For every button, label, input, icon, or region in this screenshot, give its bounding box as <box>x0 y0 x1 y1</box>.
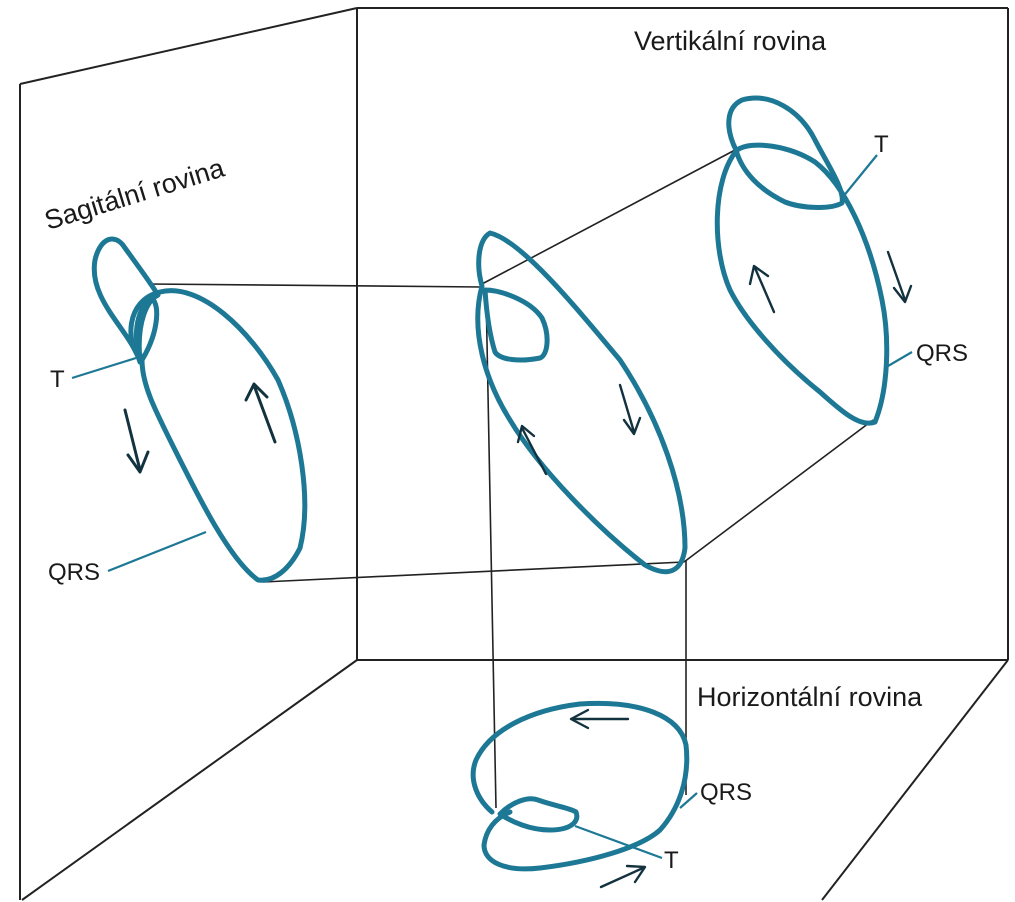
horizontal-loops <box>470 700 690 872</box>
sagittal-t-loop <box>91 236 161 365</box>
vertical-far-t-loop <box>726 95 845 210</box>
projection-line-bottom-sagittal-vertical <box>262 561 685 583</box>
sagittal-t-leader <box>71 356 137 380</box>
sagittal-up-arrow <box>244 382 277 444</box>
sagittal-qrs-leader <box>107 530 207 573</box>
sagittal-inner-loop <box>134 295 160 363</box>
horizontal-plane-title: Horizontální rovina <box>697 682 923 712</box>
horizontal-up-right-arrow <box>599 864 647 889</box>
sagittal-t-label: T <box>50 366 65 393</box>
box-edges <box>19 7 1009 901</box>
sagittal-qrs-loop <box>128 288 308 583</box>
horizontal-qrs-label: QRS <box>700 779 752 806</box>
sagittal-loops <box>91 236 308 583</box>
vertical-front-t-loop <box>482 287 550 363</box>
horizontal-qrs-loop <box>470 700 690 872</box>
projection-line-top-sagittal-vertical <box>147 283 483 288</box>
leader-lines <box>71 154 913 860</box>
direction-arrows <box>123 250 913 889</box>
vertical-far-down-arrow <box>886 250 913 304</box>
vertical-plane-title: Vertikální rovina <box>634 26 827 56</box>
sagittal-plane-title: Sagitální rovina <box>41 152 229 235</box>
floor-right-edge <box>821 659 1009 901</box>
vertical-far-qrs-loop <box>714 142 890 426</box>
vertical-far-loops <box>714 95 890 426</box>
sagittal-top-edge <box>19 7 358 85</box>
floor-left-edge <box>21 659 358 901</box>
vertical-front-loops <box>475 230 688 575</box>
sagittal-down-arrow <box>123 408 150 474</box>
sagittal-qrs-label: QRS <box>48 559 100 586</box>
vertical-front-up-arrow <box>516 424 548 476</box>
projection-line-top-vertical-far <box>481 149 736 285</box>
vertical-qrs-leader <box>887 351 913 367</box>
vertical-qrs-label: QRS <box>916 340 968 367</box>
vertical-t-leader <box>841 154 878 199</box>
horizontal-t-label: T <box>664 847 679 874</box>
horizontal-t-leader <box>574 824 663 860</box>
horizontal-left-arrow <box>569 708 630 730</box>
vertical-far-up-arrow <box>748 264 776 314</box>
horizontal-t-loop <box>497 796 580 833</box>
projection-line-bottom-vertical-far <box>683 419 874 563</box>
vertical-t-label: T <box>874 131 889 158</box>
vertical-front-down-arrow <box>618 383 642 436</box>
horizontal-qrs-leader <box>679 792 698 809</box>
vertical-front-qrs-loop <box>475 230 688 575</box>
